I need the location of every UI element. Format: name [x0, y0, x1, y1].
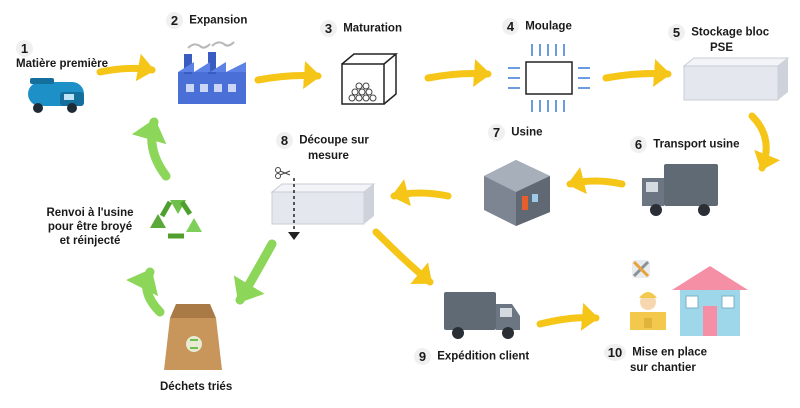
arrow-4-5 [602, 59, 672, 87]
step-2-text: Expansion [189, 14, 248, 27]
step-9-text: Expédition client [437, 350, 530, 363]
recycle-label-line3: et réinjecté [59, 235, 121, 247]
step-9-number: 9 [414, 348, 431, 365]
step-3-number: 3 [320, 20, 337, 37]
waste-bag-icon [164, 304, 222, 370]
step-1-number: 1 [16, 40, 33, 57]
maturation-cube-icon [341, 53, 399, 105]
step-7-label: 7 Usine [488, 124, 543, 141]
step-8-text-line2: mesure [308, 150, 349, 162]
step-6-text: Transport usine [653, 138, 740, 151]
step-4-label: 4 Moulage [502, 18, 572, 35]
step-3-label: 3 Maturation [320, 20, 402, 37]
step-2-number: 2 [166, 12, 183, 29]
step-10-number: 10 [604, 344, 626, 361]
arrow-9-10 [536, 302, 600, 331]
step-10-text: Mise en place [632, 346, 707, 359]
step-4-number: 4 [502, 18, 519, 35]
arrow-green-cut-to-waste [233, 239, 277, 305]
step-8-number: 8 [276, 132, 293, 149]
tools-icon [632, 260, 650, 278]
scissors-icon [275, 167, 291, 179]
step-9-label: 9 Expédition client [414, 348, 529, 365]
step-10-label: 10 Mise en place sur chantier [604, 344, 707, 375]
step-5-text: Stockage bloc [691, 26, 770, 39]
arrow-green-recycle-to-expansion [131, 117, 171, 181]
step-2-label: 2 Expansion [166, 12, 247, 29]
step-8-label: 8 Découpe sur mesure [276, 132, 369, 163]
step-5-number: 5 [668, 24, 685, 41]
step-10-text-line2: sur chantier [630, 362, 696, 374]
arrow-7-8 [390, 179, 452, 207]
step-8-text: Découpe sur [299, 134, 369, 147]
recycle-label-line1: Renvoi à l'usine [46, 207, 134, 219]
step-1-text: Matière première [16, 58, 109, 70]
step-6-label: 6 Transport usine [630, 136, 739, 153]
factory-icon [178, 41, 246, 104]
step-6-number: 6 [630, 136, 647, 153]
step-5-text-line2: PSE [710, 42, 734, 54]
recycle-label: Renvoi à l'usine pour être broyé et réin… [20, 206, 160, 248]
arrow-1-2 [96, 53, 156, 82]
arrow-5-6 [748, 112, 781, 172]
mould-icon [508, 44, 590, 112]
recycle-label-line2: pour être broyé [47, 221, 133, 233]
step-3-text: Maturation [343, 22, 402, 35]
transport-truck-icon [642, 164, 718, 216]
arrow-3-4 [424, 59, 492, 87]
arrow-2-3 [254, 61, 322, 89]
step-1-label: 1 Matière première [16, 40, 108, 71]
step-5-label: 5 Stockage bloc PSE [668, 24, 769, 55]
worker-icon [630, 292, 666, 330]
step-7-number: 7 [488, 124, 505, 141]
arrow-6-7 [566, 167, 626, 195]
recycle-icon [150, 200, 202, 239]
usine-building-icon [484, 160, 550, 226]
step-7-text: Usine [511, 126, 543, 139]
house-icon [672, 266, 748, 336]
expedition-truck-icon [444, 292, 520, 339]
arrow-green-waste-to-recycle [125, 267, 165, 317]
cut-block-icon [270, 178, 376, 240]
tanker-truck-icon [28, 78, 84, 113]
waste-label: Déchets triés [160, 381, 233, 393]
pse-block-icon [682, 57, 790, 101]
step-4-text: Moulage [525, 20, 572, 33]
arrow-8-9 [372, 228, 434, 286]
